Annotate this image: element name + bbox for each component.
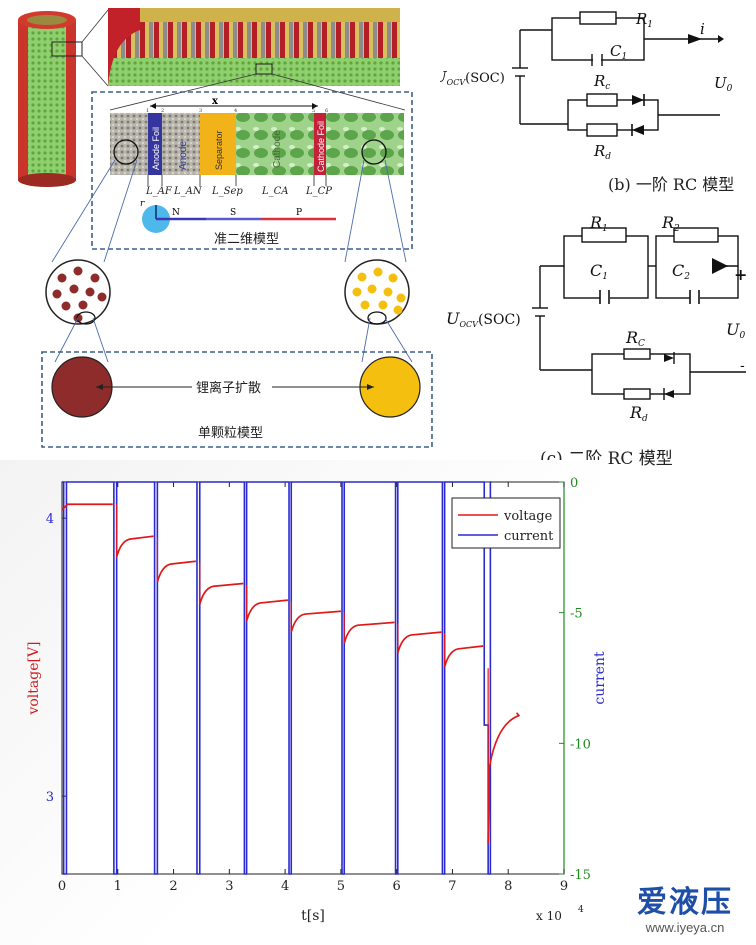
c-c1-label: C [590, 261, 602, 280]
spm-caption: 单颗粒模型 [198, 426, 263, 441]
x-tick-label: 3 [225, 879, 233, 894]
c-c2-label: C [672, 261, 684, 280]
svg-text:RC: RC [625, 328, 645, 349]
watermark-brand: 爱液压 [637, 886, 733, 919]
x-tick-label: 1 [114, 879, 122, 894]
c-output-label: U [726, 320, 740, 339]
caption-first-order: (b) 一阶 RC 模型 [608, 175, 734, 194]
electrode-roll-zoom [108, 8, 400, 86]
x-tick-label: 7 [448, 879, 456, 894]
boundary-num: 1 [146, 108, 149, 114]
b-source-label: U [440, 68, 448, 86]
boundary-num: 4 [234, 108, 237, 114]
y-right-tick-label: -15 [570, 868, 591, 883]
c-r1-label: R [589, 213, 602, 232]
x-multiplier-label: x 10 [536, 909, 562, 923]
anode-label: Anode [178, 141, 189, 170]
x-tick-label: 9 [560, 879, 568, 894]
x-tick-label: 0 [58, 879, 66, 894]
cylindrical-cell-icon [18, 11, 83, 187]
y-right-tick-label: 0 [570, 476, 578, 491]
diffusion-label: 锂离子扩散 [196, 380, 261, 396]
svg-text:U0: U0 [714, 74, 733, 94]
svg-text:Rd: Rd [629, 403, 648, 424]
svg-text:R1: R1 [635, 10, 653, 30]
radius-label: r [140, 199, 145, 209]
y-left-tick-label: 3 [46, 790, 54, 805]
b-current-label: i [700, 20, 705, 38]
spm-frame [41, 351, 433, 448]
svg-text:Rd: Rd [593, 142, 611, 162]
boundary-num: 5 [312, 108, 315, 114]
length-label-ca: L_CA [261, 186, 289, 197]
b-rc-label: R [593, 72, 605, 90]
voltage-series-line [61, 503, 521, 844]
c-source-label: U [446, 309, 460, 328]
p2d-caption: 准二维模型 [214, 232, 279, 247]
y-right-tick-label: -10 [570, 737, 591, 752]
x-tick-label: 5 [337, 879, 345, 894]
cathode-label: Cathode [272, 130, 283, 168]
svg-text:UOCV(SOC): UOCV(SOC) [446, 309, 521, 329]
boundary-num: 2 [161, 108, 164, 114]
voltage-current-chart: 0 1 2 3 4 5 6 7 8 9 3 4 0 -5 -10 -15 t[s] x 10 4 voltage[V]… [26, 476, 608, 924]
x-tick-label: 4 [281, 879, 289, 894]
c-r2-label: R [661, 213, 674, 232]
c-rc-label: R [625, 328, 638, 347]
x-tick-label: 8 [504, 879, 512, 894]
b-rd-label: R [593, 142, 605, 160]
region-p: P [296, 208, 302, 218]
svg-text:UOCV(SOC): UOCV(SOC) [440, 68, 505, 87]
svg-text:C1: C1 [590, 261, 608, 282]
x-axis-label: t[s] [301, 908, 325, 924]
p2d-frame [91, 91, 413, 250]
anode-foil-label: Anode Foil [151, 127, 161, 170]
b-r1-label: R [635, 10, 647, 28]
battery-model-figure: x Anode Foil Anode Separator Cathode Cat… [18, 8, 433, 448]
svg-text:R2: R2 [661, 213, 680, 234]
length-label-af: L_AF [145, 186, 173, 197]
cathode-foil-label: Cathode Foil [316, 121, 326, 172]
svg-text:U0: U0 [726, 320, 745, 341]
b-output-label: U [714, 74, 728, 92]
svg-text:Rc: Rc [593, 72, 610, 92]
y-left-axis-label: voltage[V] [26, 641, 42, 715]
c-plus-label: + [734, 265, 747, 284]
c-rd-label: R [629, 403, 642, 422]
svg-text:C2: C2 [672, 261, 690, 282]
watermark-url: www.iyeya.cn [645, 920, 725, 935]
region-s: S [230, 208, 236, 218]
boundary-num: 3 [199, 108, 202, 114]
b-c1-label: C [610, 42, 622, 60]
y-right-tick-label: -5 [570, 607, 583, 622]
electrode-layers [110, 113, 404, 175]
legend-current-label: current [504, 529, 554, 544]
circuit-second-order-rc: R1 R2 C1 C2 RC Rd U0 UOCV(SOC) + - (c) 二… [446, 213, 747, 469]
c-minus-label: - [740, 358, 745, 374]
length-label-cp: L_CP [305, 186, 332, 197]
watermark-logo: 爱液压 www.iyeya.cn [620, 886, 750, 942]
circuit-first-order-rc: R1 C1 Rc Rd i U0 UOCV(SOC) (b) 一阶 RC 模型 [440, 10, 734, 194]
length-label-an: L_AN [173, 186, 203, 197]
legend-box [451, 497, 561, 549]
x-tick-label: 2 [169, 879, 177, 894]
region-n: N [172, 208, 180, 218]
y-right-axis-label: current [592, 651, 608, 705]
current-series-line [62, 481, 492, 875]
legend-voltage-label: voltage [503, 509, 553, 524]
boundary-num: 6 [325, 108, 328, 114]
length-label-sep: L_Sep [211, 186, 243, 197]
dim-x-label: x [212, 96, 219, 107]
svg-text:R1: R1 [589, 213, 608, 234]
separator-label: Separator [214, 130, 224, 170]
x-exponent-label: 4 [578, 905, 584, 915]
y-left-tick-label: 4 [46, 512, 54, 527]
svg-text:C1: C1 [610, 42, 627, 62]
x-tick-label: 6 [393, 879, 401, 894]
